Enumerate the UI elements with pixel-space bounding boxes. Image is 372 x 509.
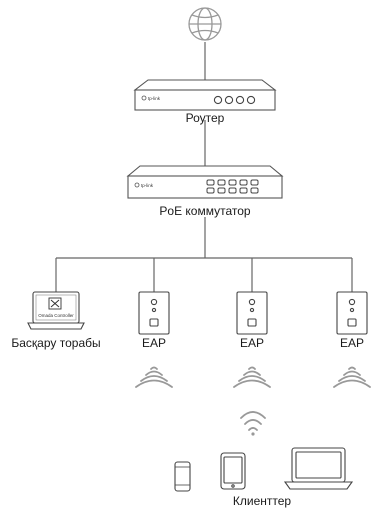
wifi-signal-icon [233,366,271,388]
switch-label: PoE коммутатор [159,204,251,218]
wifi-signal-icon [333,366,371,388]
router-label: Роутер [185,111,225,125]
globe-icon [188,7,222,41]
eap-device-3-icon [336,291,368,335]
eap-label-3: EAP [339,336,365,350]
connection-lines [55,42,353,292]
eap-label-1: EAP [141,336,167,350]
router-icon: tp-link [133,79,277,111]
clients-label: Клиенттер [232,494,292,508]
wifi-signal-icon [135,366,173,388]
laptop-icon [283,447,354,490]
controller-laptop-icon: Omada Controller [27,291,85,330]
svg-text:tp-link: tp-link [148,96,161,101]
switch-icon: tp-link [126,165,284,199]
svg-text:tp-link: tp-link [141,183,154,188]
controller-label: Басқару торабы [11,336,101,350]
wifi-icon [240,411,266,436]
smartphone-icon [174,461,191,492]
eap-device-2-icon [236,291,268,335]
eap-device-1-icon [138,291,170,335]
controller-screen-text: Omada Controller [38,313,74,318]
eap-label-2: EAP [239,336,265,350]
tablet-icon [220,452,246,490]
